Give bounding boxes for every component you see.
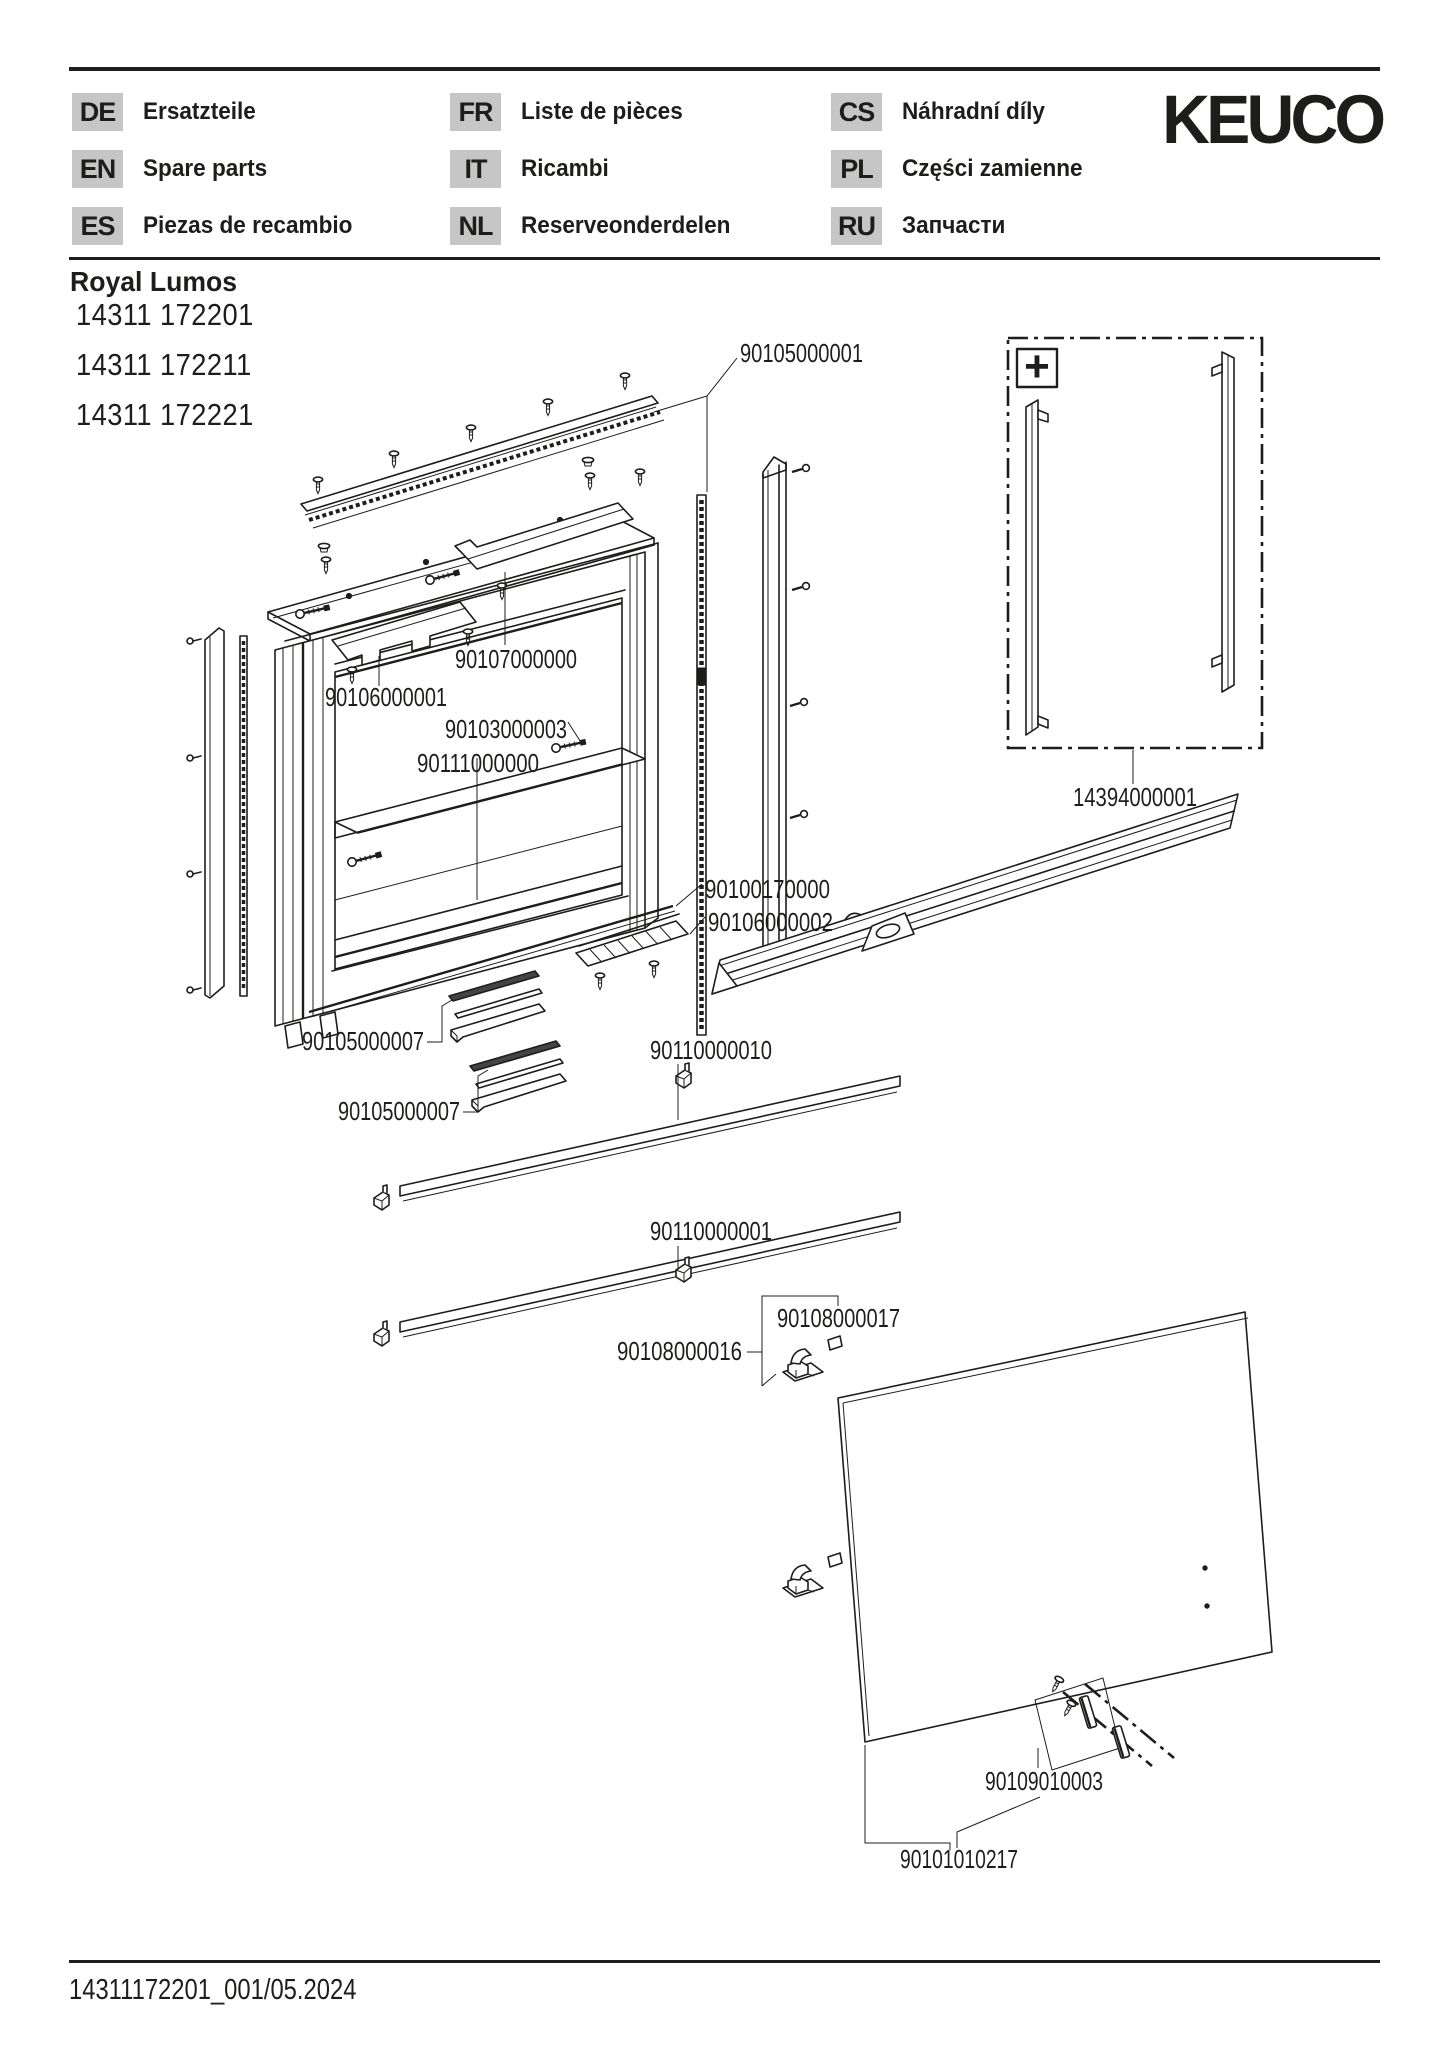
cabinet-carcass: [274, 542, 659, 1049]
legend-divider-rule: [69, 257, 1380, 260]
profile-strip-set-b: [469, 1040, 567, 1113]
leader-lines: [378, 357, 1134, 1850]
series-title: Royal Lumos: [70, 266, 238, 297]
part-label-90101010217: 90101010217: [900, 1844, 1018, 1874]
keuco-logo: KEUCO: [1161, 81, 1386, 158]
lang-badge-nl: NL: [450, 207, 501, 245]
top-rule: [69, 67, 1380, 71]
lang-badge-fr: FR: [450, 93, 501, 131]
top-light-rail: [300, 372, 665, 575]
part-label-14394000001: 14394000001: [1073, 782, 1197, 812]
model-number: 14311 172201: [76, 297, 254, 332]
left-trim-profile: [186, 627, 248, 999]
lang-badge-it: IT: [450, 150, 501, 188]
door-mount-hardware: [1034, 1674, 1175, 1771]
mirror-door: [837, 1311, 1273, 1743]
handle-profile-right: [1211, 351, 1235, 693]
lang-row-cs: CS Náhradní díly: [831, 93, 1054, 131]
right-trim-profile: [762, 456, 811, 961]
lang-row-fr: FR Liste de pièces: [450, 93, 693, 131]
glass-shelf-upper: [373, 1062, 901, 1211]
part-label-90105000007-a: 90105000007: [302, 1026, 424, 1056]
cabinet-top-cover: [267, 515, 655, 642]
led-driver-block: [575, 913, 689, 991]
lang-badge-pl: PL: [831, 150, 882, 188]
lang-badge-en: EN: [72, 150, 123, 188]
part-label-90106000001: 90106000001: [325, 682, 447, 712]
lang-label-it: Ricambi: [521, 155, 609, 182]
part-label-90110000010: 90110000010: [650, 1035, 772, 1065]
part-label-90110000001: 90110000001: [650, 1216, 772, 1246]
led-strip-vertical: [696, 494, 707, 1036]
lang-row-en: EN Spare parts: [72, 150, 275, 188]
lang-row-es: ES Piezas de recambio: [72, 207, 366, 245]
hinge-lower: [782, 1552, 843, 1598]
trim-screws: [789, 463, 811, 820]
hinge-upper: [782, 1335, 843, 1382]
lang-badge-de: DE: [72, 93, 123, 131]
model-number: 14311 172221: [76, 397, 254, 432]
lang-label-en: Spare parts: [143, 155, 268, 182]
part-label-90106000002: 90106000002: [708, 907, 833, 937]
lang-label-es: Piezas de recambio: [143, 212, 353, 239]
lang-label-nl: Reserveonderdelen: [521, 212, 731, 239]
lang-badge-ru: RU: [831, 207, 882, 245]
part-label-90100170000: 90100170000: [705, 874, 830, 904]
part-label-90111000000: 90111000000: [417, 748, 539, 778]
lang-row-nl: NL Reserveonderdelen: [450, 207, 744, 245]
lang-row-ru: RU Запчасти: [831, 207, 1012, 245]
glass-shelf-lower: [373, 1211, 901, 1347]
part-label-90109010003: 90109010003: [985, 1766, 1103, 1796]
lang-label-ru: Запчасти: [902, 212, 1006, 239]
lang-label-de: Ersatzteile: [143, 98, 256, 125]
lang-label-pl: Części zamienne: [902, 155, 1083, 182]
lang-row-pl: PL Części zamienne: [831, 150, 1094, 188]
part-label-90108000016: 90108000016: [617, 1336, 742, 1366]
footer-rule: [69, 1960, 1380, 1963]
lock-block-90106000001: [293, 601, 477, 685]
lock-bar-90107000000: [423, 468, 646, 601]
part-label-90105000007-b: 90105000007: [338, 1096, 460, 1126]
lang-badge-cs: CS: [831, 93, 882, 131]
accessory-kit-box: +: [1006, 336, 1264, 750]
handle-profile-left: [1025, 399, 1049, 736]
lang-badge-es: ES: [72, 207, 123, 245]
lang-row-it: IT Ricambi: [450, 150, 614, 188]
plus-icon: +: [1024, 342, 1050, 391]
model-number: 14311 172211: [76, 347, 252, 382]
bottom-light-bar: [711, 793, 1239, 995]
lang-label-cs: Náhradní díly: [902, 98, 1045, 125]
profile-strip-set-a: [448, 970, 546, 1043]
part-label-90105000001: 90105000001: [740, 338, 863, 368]
part-label-90103000003: 90103000003: [445, 714, 567, 744]
lang-label-fr: Liste de pièces: [521, 98, 683, 125]
part-labels: 90105000001 14394000001 90107000000 9010…: [302, 338, 1197, 1874]
part-label-90108000017: 90108000017: [777, 1303, 900, 1333]
lang-row-de: DE Ersatzteile: [72, 93, 263, 131]
part-label-90107000000: 90107000000: [455, 644, 577, 674]
bottom-seal-strip: [308, 904, 676, 1018]
document-reference: 14311172201_001/05.2024: [69, 1974, 357, 2006]
